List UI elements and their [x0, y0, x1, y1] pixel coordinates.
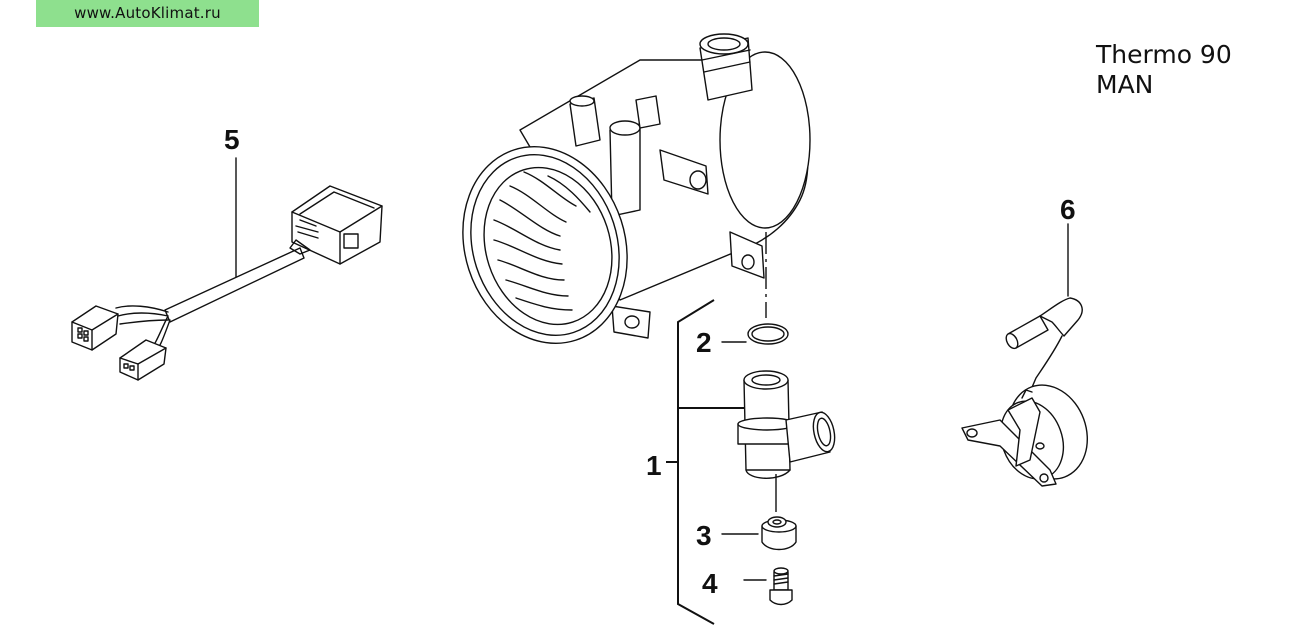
- model-label-line2: MAN: [1096, 70, 1154, 99]
- part-4-screw: [743, 567, 793, 606]
- callout-3: 3: [696, 520, 712, 551]
- callout-4: 4: [702, 568, 718, 599]
- website-badge[interactable]: www.AutoKlimat.ru: [36, 0, 259, 27]
- part-5-wiring-harness: [71, 157, 383, 381]
- elbow-fitting: [737, 370, 836, 479]
- callout-2: 2: [696, 327, 712, 358]
- pump-housing: [462, 33, 811, 344]
- model-label: Thermo 90 MAN: [1096, 40, 1232, 100]
- part-1-bracket: [666, 299, 744, 625]
- callout-1: 1: [646, 450, 662, 481]
- part-2-o-ring: [721, 323, 789, 345]
- model-label-line1: Thermo 90: [1096, 40, 1232, 69]
- part-3-drain-plug: [721, 516, 797, 551]
- callout-5: 5: [224, 124, 240, 155]
- callout-6: 6: [1060, 194, 1076, 225]
- part-6-temperature-sensor: [961, 223, 1089, 487]
